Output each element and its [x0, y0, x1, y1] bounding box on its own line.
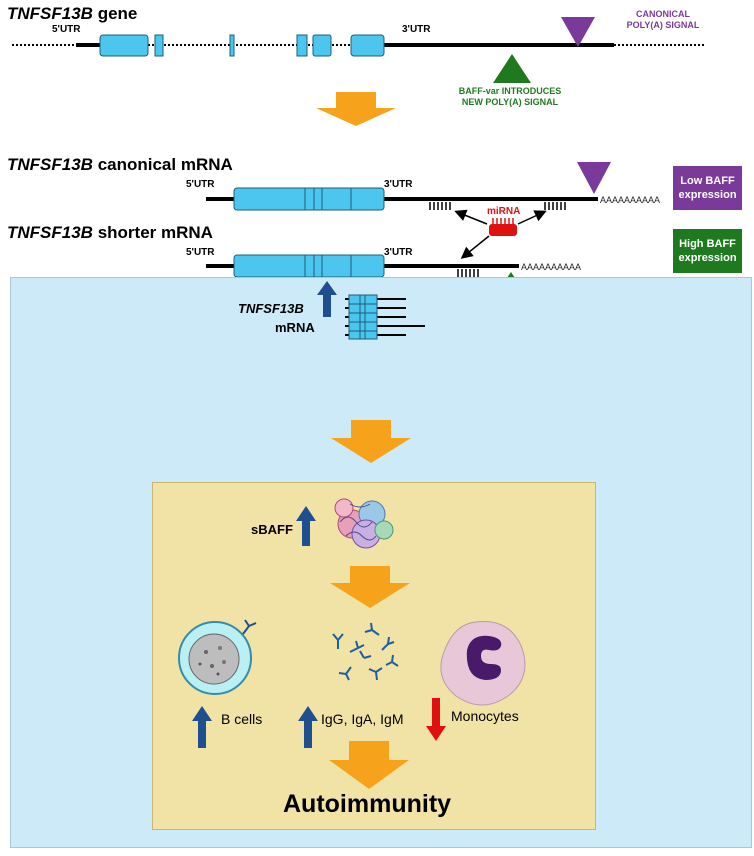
- high-baff-box: High BAFF expression: [673, 229, 742, 273]
- mrna-diagram: [206, 162, 611, 280]
- sbaff-label: sBAFF: [251, 522, 293, 537]
- canonical-5utr-label: 5'UTR: [186, 179, 215, 190]
- exon-2: [154, 34, 164, 57]
- bcells-up-arrow: [192, 706, 212, 748]
- canonical-3utr-label: 3'UTR: [384, 179, 413, 190]
- canonical-polya-triangle: [561, 17, 595, 47]
- panel-upper-graphics: [317, 281, 425, 463]
- exon-1: [99, 34, 149, 57]
- sbaff-protein-icon: [334, 498, 394, 549]
- shorter-5utr-label: 5'UTR: [186, 247, 215, 258]
- b-cell-icon: [178, 619, 257, 695]
- orange-arrow-3: [330, 566, 410, 608]
- mirna-arrow-down: [460, 235, 490, 259]
- exon-6: [350, 34, 385, 57]
- exon-3: [229, 34, 235, 57]
- gene-5utr-label: 5'UTR: [52, 24, 81, 35]
- antibodies-up-arrow: [298, 706, 318, 748]
- canonical-binding-site-2: [544, 202, 566, 210]
- mirna-arrow-left: [454, 209, 488, 225]
- gene-diagram: [12, 17, 706, 126]
- shorter-polya-tail: AAAAAAAAAA: [521, 262, 582, 272]
- mirna-arrow-right: [517, 210, 547, 225]
- orange-arrow-2: [331, 420, 411, 463]
- gene-title-name: TNFSF13B: [7, 4, 93, 23]
- canonical-polya-line1: CANONICAL: [636, 9, 690, 19]
- mirna-shape: [489, 224, 517, 236]
- canonical-polya-label: CANONICAL POLY(A) SIGNAL: [608, 9, 718, 31]
- sbaff-up-arrow: [296, 506, 316, 546]
- shorter-binding-site: [457, 269, 479, 277]
- autoimmunity-label: Autoimmunity: [283, 790, 452, 818]
- panel-mrna-word-label: mRNA: [275, 320, 315, 335]
- shorter-mrna-gene: TNFSF13B: [7, 223, 93, 242]
- baffvar-label: BAFF-var INTRODUCES NEW POLY(A) SIGNAL: [440, 86, 580, 108]
- high-baff-line2: expression: [678, 252, 737, 264]
- monocytes-label: Monocytes: [451, 708, 519, 724]
- canonical-mrna-polya-triangle: [577, 162, 611, 194]
- canonical-polya-line2: POLY(A) SIGNAL: [626, 20, 700, 30]
- antibodies-icon: [332, 622, 399, 681]
- canonical-exons: [233, 187, 385, 211]
- shorter-3utr-label: 3'UTR: [384, 247, 413, 258]
- low-baff-line2: expression: [678, 189, 737, 201]
- antibodies-label: IgG, IgA, IgM: [321, 711, 404, 727]
- panel-mrna-gene-label: TNFSF13B: [238, 301, 304, 316]
- exon-4: [296, 34, 308, 57]
- monocyte-icon: [440, 621, 526, 706]
- shorter-mrna-suffix: shorter mRNA: [92, 223, 213, 242]
- gene-title: TNFSF13B gene: [7, 4, 137, 24]
- gene-3utr-label: 3'UTR: [402, 24, 431, 35]
- mrna-up-arrow: [317, 281, 337, 317]
- exon-5: [312, 34, 332, 57]
- high-baff-line1: High BAFF: [679, 238, 736, 250]
- bcells-label: B cells: [221, 711, 263, 727]
- shorter-exons: [233, 254, 385, 278]
- orange-arrow-1: [316, 92, 396, 126]
- canonical-mrna-gene: TNFSF13B: [7, 155, 93, 174]
- canonical-mrna-suffix: canonical mRNA: [92, 155, 233, 174]
- baffvar-line2: NEW POLY(A) SIGNAL: [461, 97, 559, 107]
- baffvar-triangle: [493, 54, 531, 83]
- gene-title-suffix: gene: [92, 4, 138, 23]
- transcript-exon-stack: [348, 294, 378, 340]
- mirna-label: miRNA: [487, 206, 521, 217]
- panel-mrna-gene-text: TNFSF13B: [238, 301, 304, 316]
- canonical-binding-site-1: [429, 202, 451, 210]
- baffvar-line1: BAFF-var INTRODUCES: [458, 86, 562, 96]
- canonical-polya-tail: AAAAAAAAAA: [600, 195, 661, 205]
- low-baff-line1: Low BAFF: [680, 175, 735, 187]
- shorter-mrna-title: TNFSF13B shorter mRNA: [7, 223, 213, 243]
- canonical-mrna-title: TNFSF13B canonical mRNA: [7, 155, 233, 175]
- panel-lower-graphics: [178, 498, 526, 789]
- monocytes-down-arrow: [426, 698, 446, 741]
- orange-arrow-4: [329, 741, 409, 789]
- mirna-teeth: [492, 218, 514, 224]
- low-baff-box: Low BAFF expression: [673, 166, 742, 210]
